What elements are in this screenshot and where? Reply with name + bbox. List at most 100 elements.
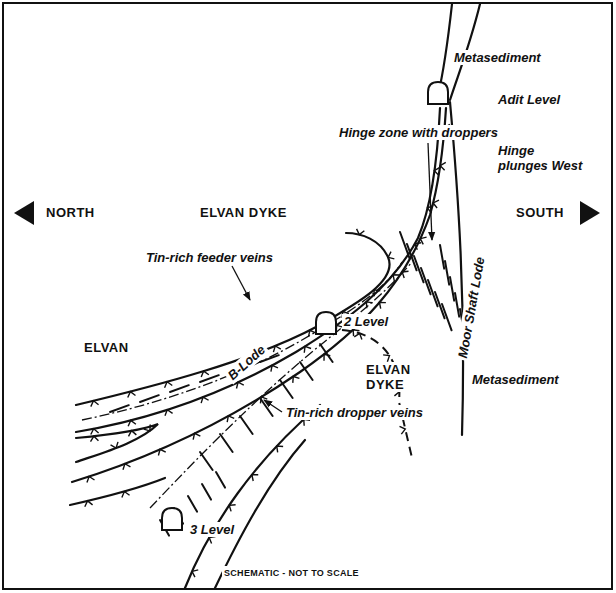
- dyke-contact: [70, 478, 165, 505]
- vein-stroke: [442, 304, 452, 330]
- contact-tick: [433, 200, 439, 208]
- contact-tick: [111, 442, 118, 448]
- vein-stroke: [200, 452, 213, 470]
- contact-tick: [201, 371, 209, 377]
- contact-tick: [236, 382, 243, 388]
- vein-stroke: [440, 245, 444, 269]
- map-label: ELVAN DYKE: [198, 205, 289, 220]
- north-arrow: [14, 201, 34, 225]
- map-label: 2 Level: [342, 314, 390, 329]
- contact-tick: [309, 330, 316, 336]
- map-label: ELVAN DYKE: [364, 362, 424, 392]
- vein-stroke: [450, 277, 454, 301]
- dyke-closure: [342, 330, 412, 458]
- vein-stroke: [300, 362, 313, 380]
- contact-tick: [379, 302, 385, 308]
- contact-tick: [383, 355, 389, 362]
- dyke-contact: [185, 405, 320, 588]
- contact-tick: [354, 333, 362, 339]
- contact-tick: [201, 397, 208, 403]
- contact-tick: [192, 570, 198, 577]
- contact-tick: [128, 431, 136, 437]
- contact-tick: [402, 271, 408, 278]
- contact-tick: [260, 397, 267, 403]
- feeder-vein: [82, 262, 402, 420]
- vein-stroke: [110, 405, 129, 412]
- contact-tick: [388, 252, 394, 259]
- contact-tick: [91, 429, 99, 435]
- dyke-contact: [76, 233, 390, 405]
- map-label: Tin-rich feeder veins: [144, 250, 275, 265]
- contact-tick: [420, 237, 426, 244]
- dyke-contact: [72, 108, 446, 482]
- map-label: Tin-rich dropper veins: [284, 405, 425, 420]
- contact-tick: [91, 401, 99, 407]
- contact-tick: [158, 449, 165, 455]
- contact-tick: [304, 419, 310, 425]
- map-label: Metasediment: [470, 372, 561, 387]
- vein-stroke: [200, 375, 219, 382]
- contact-tick: [374, 290, 380, 296]
- contact-tick: [193, 433, 200, 439]
- moor-shaft-lode: [450, 102, 463, 435]
- map-label: Adit Level: [496, 92, 562, 107]
- leader-line: [428, 143, 432, 240]
- contact-tick: [165, 382, 173, 388]
- map-label: Moor Shaft Lode: [455, 254, 488, 362]
- contact-tick: [366, 302, 372, 308]
- vein-stroke: [216, 472, 225, 488]
- leader-line: [264, 400, 282, 412]
- map-label: NORTH: [44, 205, 97, 220]
- contact-tick: [128, 420, 136, 426]
- contact-tick: [440, 162, 446, 170]
- contact-tick: [91, 436, 99, 441]
- map-label: Hinge zone with droppers: [337, 125, 500, 140]
- contact-tick: [434, 167, 440, 175]
- level-3-tunnel: [162, 508, 182, 530]
- vein-stroke: [140, 395, 159, 402]
- contact-tick: [357, 229, 365, 235]
- contact-tick: [144, 424, 151, 430]
- vein-stroke: [455, 293, 459, 317]
- vein-stroke: [320, 344, 333, 362]
- adit-tunnel: [428, 82, 448, 104]
- contact-tick: [122, 492, 130, 498]
- leader-line: [232, 266, 250, 300]
- map-label: 3 Level: [188, 522, 236, 537]
- contact-tick: [293, 377, 300, 383]
- level-2-tunnel: [316, 312, 336, 334]
- dyke-contact: [76, 108, 440, 432]
- map-label: ELVAN: [82, 340, 131, 355]
- contact-tick: [252, 475, 258, 481]
- vein-stroke: [280, 380, 293, 398]
- south-arrow: [580, 201, 600, 225]
- contact-tick: [324, 354, 330, 360]
- vein-stroke: [170, 385, 189, 392]
- vein-stroke: [240, 416, 253, 434]
- contact-tick: [227, 416, 234, 422]
- contact-tick: [400, 426, 406, 434]
- contact-tick: [165, 410, 173, 416]
- contact-tick: [85, 501, 93, 507]
- contact-tick: [123, 464, 130, 470]
- contact-tick: [415, 243, 421, 250]
- contact-tick: [271, 365, 278, 371]
- vein-stroke: [188, 496, 197, 512]
- contact-tick: [304, 346, 311, 352]
- contact-tick: [87, 477, 95, 483]
- map-label: SOUTH: [514, 205, 566, 220]
- map-label: Hinge plunges West: [496, 143, 588, 173]
- contact-tick: [273, 346, 280, 352]
- contact-tick: [128, 392, 136, 398]
- contact-tick: [393, 275, 399, 281]
- map-label: SCHEMATIC - NOT TO SCALE: [222, 566, 361, 581]
- contact-tick: [229, 505, 235, 512]
- contact-tick: [277, 446, 283, 452]
- contact-tick: [209, 537, 215, 544]
- vein-stroke: [260, 398, 273, 416]
- vein-stroke: [445, 261, 449, 285]
- vein-stroke: [220, 434, 233, 452]
- frame: [3, 3, 612, 589]
